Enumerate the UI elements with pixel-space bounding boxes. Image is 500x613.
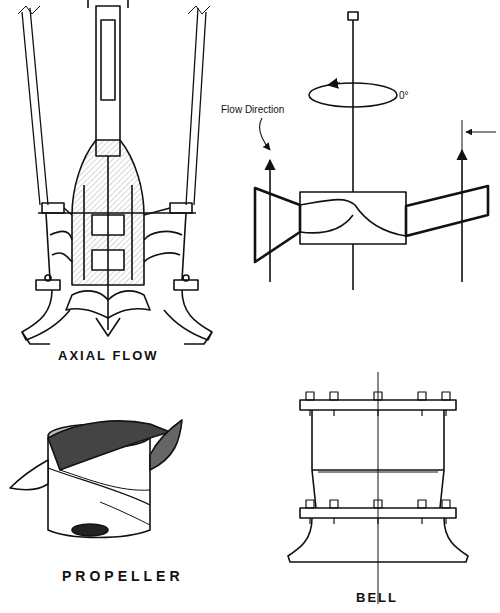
angle-label: 0° — [398, 90, 410, 101]
figure-caption: BELL — [356, 590, 398, 605]
flow-label: Flow Direction — [220, 104, 285, 115]
figure-caption: PROPELLER — [62, 568, 184, 584]
propeller-drawing — [10, 420, 182, 538]
axial-flow-pump — [18, 0, 212, 344]
bell-drawing — [288, 372, 468, 604]
blade-angle-sketch — [255, 12, 496, 290]
figure-caption: AXIAL FLOW — [58, 348, 159, 363]
